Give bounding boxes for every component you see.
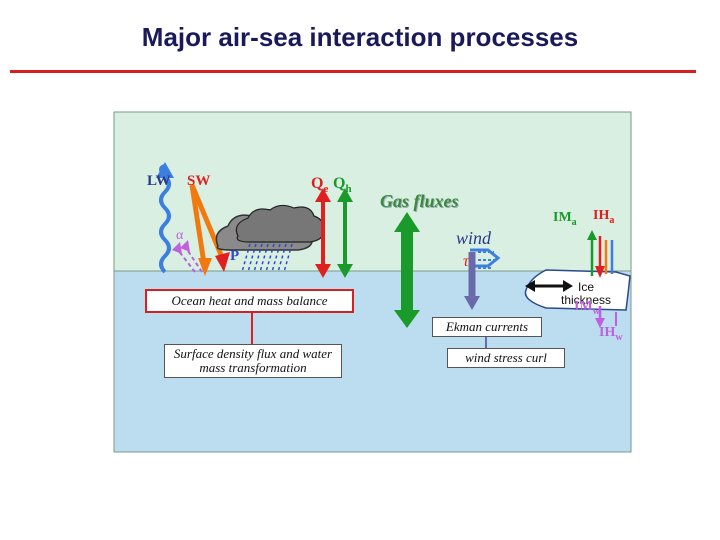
ima-text: IM <box>553 210 572 225</box>
ice-thickness-label: Ice thickness <box>560 280 612 307</box>
gas-flux-arrow-icon <box>394 212 420 328</box>
density-flux-box: Surface density flux and water mass tran… <box>164 344 342 378</box>
iha-text: IH <box>593 208 610 223</box>
qe-text: Q <box>311 175 324 192</box>
precip-label: P <box>230 248 240 264</box>
qe-sub: e <box>323 183 329 196</box>
iha-arrow-icon <box>595 236 614 278</box>
qh-label: Qh <box>333 176 352 195</box>
cloud-icon <box>215 204 324 251</box>
lw-wavy-arrow-icon <box>156 162 174 274</box>
slide-title: Major air-sea interaction processes <box>141 22 579 52</box>
gas-fluxes-label: Gas fluxes <box>380 191 459 211</box>
ihw-sub: w <box>615 331 623 343</box>
tau-label: τ <box>463 253 469 270</box>
ekman-box: Ekman currents <box>432 317 542 337</box>
ice-floe-icon <box>524 269 631 311</box>
imw-arrow-icon <box>595 306 605 328</box>
ima-sub: a <box>571 216 577 228</box>
lw-label: LW <box>147 173 171 189</box>
albedo-label: α <box>176 228 184 243</box>
qh-arrow-icon <box>337 188 353 278</box>
rain-icon <box>241 243 293 273</box>
imw-text: IM <box>574 299 593 314</box>
ima-label: IMa <box>553 211 577 228</box>
wind-label: wind <box>456 228 492 248</box>
sw-label: SW <box>187 173 211 189</box>
albedo-arrow-icon <box>177 247 203 273</box>
iha-label: IHa <box>593 209 614 226</box>
qh-text: Q <box>333 175 346 192</box>
ihw-label: IHw <box>599 326 623 343</box>
qh-sub: h <box>345 183 352 196</box>
wind-profile-icon <box>470 248 501 269</box>
ocean-heat-box: Ocean heat and mass balance <box>145 289 354 313</box>
title-underline <box>10 70 696 73</box>
imw-sub: w <box>592 305 600 317</box>
imw-label: IMw <box>574 300 600 317</box>
ihw-text: IH <box>599 325 616 340</box>
qe-label: Qe <box>311 176 328 195</box>
wind-stress-curl-box: wind stress curl <box>447 348 565 368</box>
ima-arrow-icon <box>587 230 597 276</box>
tau-arrow-icon <box>464 252 480 310</box>
iha-sub: a <box>609 214 615 226</box>
qe-arrow-icon <box>315 188 331 278</box>
ice-thickness-arrow-icon <box>525 280 573 292</box>
